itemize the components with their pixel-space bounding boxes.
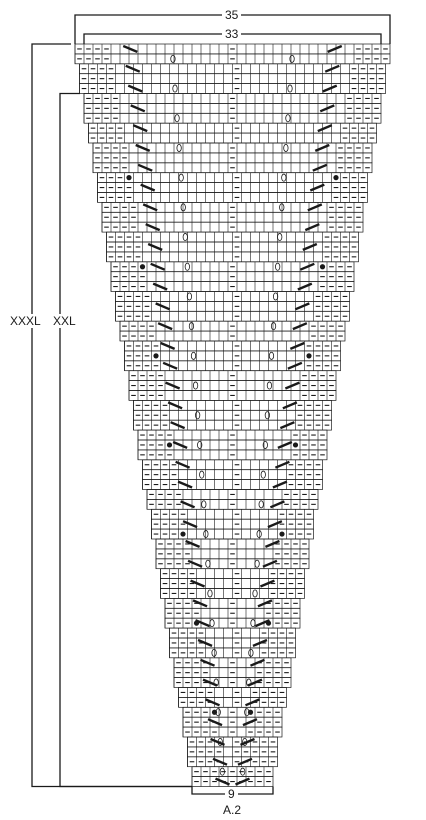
- chart-name: A.2: [220, 803, 245, 817]
- chart-grid: [74, 43, 391, 787]
- size-xxl-label: XXL: [51, 314, 78, 328]
- width-9-label: 9: [225, 787, 238, 801]
- size-brackets: [31, 14, 391, 795]
- width-33-label: 33: [222, 27, 242, 41]
- size-xxxl-label: XXXL: [8, 314, 43, 328]
- width-35-label: 35: [222, 8, 242, 22]
